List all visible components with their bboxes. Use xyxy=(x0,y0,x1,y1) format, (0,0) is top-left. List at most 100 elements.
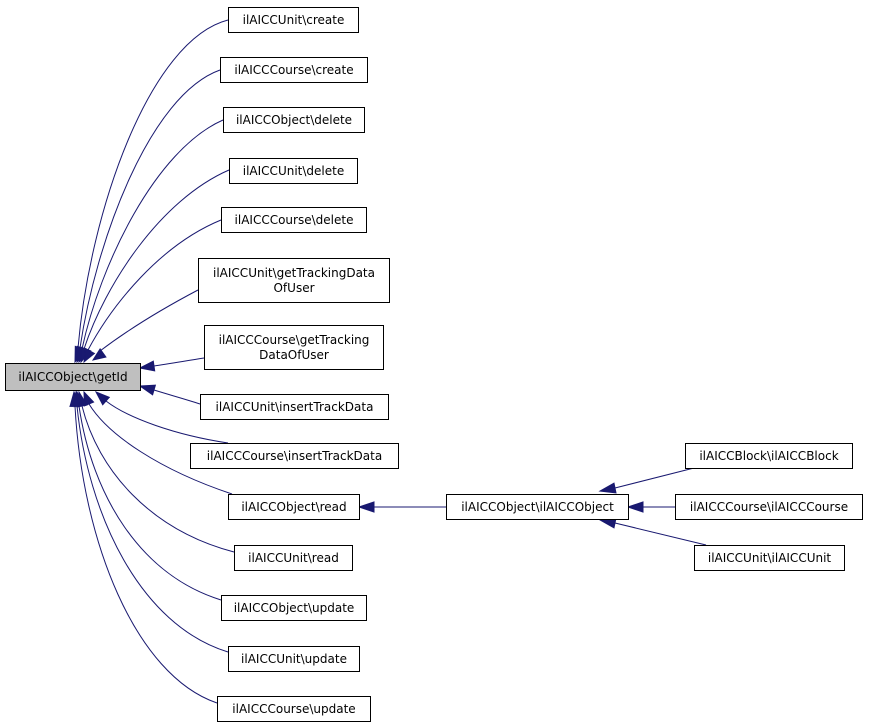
node-box xyxy=(675,494,863,520)
edge-line xyxy=(78,405,222,601)
node-label: ilAICCObject\update xyxy=(234,601,355,615)
node-label: ilAICCCourse\update xyxy=(232,702,355,716)
node-box xyxy=(228,646,360,672)
node-course-update[interactable]: ilAICCCourse\update xyxy=(217,696,371,722)
node-label: ilAICCUnit\delete xyxy=(243,164,344,178)
node-course-delete[interactable]: ilAICCCourse\delete xyxy=(221,207,367,233)
node-label: OfUser xyxy=(273,281,314,295)
arrow-head xyxy=(598,482,617,494)
node-label: ilAICCObject\delete xyxy=(236,113,352,127)
edge-unit_create-to-root xyxy=(74,19,229,364)
edge-unit_gettracking-to-root xyxy=(91,289,199,361)
arrow-head xyxy=(94,391,111,406)
arrow-head xyxy=(626,501,644,513)
edge-line xyxy=(87,219,222,351)
node-label: ilAICCUnit\read xyxy=(248,551,339,565)
arrow-head xyxy=(138,384,157,396)
node-label: ilAICCCourse\create xyxy=(234,63,353,77)
node-object-update[interactable]: ilAICCObject\update xyxy=(221,595,367,621)
node-unit-insert[interactable]: ilAICCUnit\insertTrackData xyxy=(200,394,389,420)
edge-course_update-to-root xyxy=(69,390,218,704)
edge-unit_update-to-root xyxy=(71,390,229,653)
node-box xyxy=(234,545,353,571)
edge-object_read-to-root xyxy=(83,390,233,495)
arrow-head xyxy=(69,390,81,407)
node-box xyxy=(198,258,390,303)
edge-block_ctor-to-object_ctor xyxy=(598,467,695,494)
node-box xyxy=(217,696,371,722)
edge-line xyxy=(105,400,229,444)
node-object-read[interactable]: ilAICCObject\read xyxy=(228,494,360,520)
edge-line xyxy=(81,405,235,553)
edge-line xyxy=(153,389,201,405)
node-box xyxy=(446,494,629,520)
edge-object_delete-to-root xyxy=(78,119,224,364)
edge-line xyxy=(614,522,707,546)
node-box xyxy=(228,7,359,33)
node-box xyxy=(694,545,845,571)
node-label: ilAICCCourse\insertTrackData xyxy=(207,449,382,463)
edge-course_ctor-to-object_ctor xyxy=(626,501,675,513)
node-label: ilAICCBlock\ilAICCBlock xyxy=(699,449,838,463)
node-box xyxy=(221,595,367,621)
node-box xyxy=(229,158,358,184)
node-box xyxy=(223,107,365,133)
node-label: ilAICCObject\ilAICCObject xyxy=(461,500,614,514)
edge-line xyxy=(99,289,199,352)
edges-layer xyxy=(69,19,707,704)
node-label: ilAICCUnit\getTrackingData xyxy=(213,266,375,280)
arrow-head xyxy=(83,390,95,407)
node-unit-delete[interactable]: ilAICCUnit\delete xyxy=(229,158,358,184)
node-label: ilAICCCourse\delete xyxy=(235,213,354,227)
node-box xyxy=(220,57,368,83)
edge-object_ctor-to-object_read xyxy=(357,501,446,513)
node-label: ilAICCObject\read xyxy=(241,500,346,514)
edge-unit_ctor-to-object_ctor xyxy=(598,517,707,546)
arrow-head xyxy=(91,348,107,361)
edge-unit_insert-to-root xyxy=(138,384,201,405)
edge-course_insert-to-root xyxy=(94,391,229,444)
node-unit-ctor[interactable]: ilAICCUnit\ilAICCUnit xyxy=(694,545,845,571)
edge-course_gettracking-to-root xyxy=(138,357,205,372)
node-course-ctor[interactable]: ilAICCCourse\ilAICCCourse xyxy=(675,494,863,520)
node-box xyxy=(221,207,367,233)
node-label: ilAICCUnit\update xyxy=(241,652,347,666)
edge-line xyxy=(153,357,205,367)
node-label: ilAICCCourse\getTracking xyxy=(219,333,370,347)
arrow-head xyxy=(138,360,156,372)
node-root[interactable]: ilAICCObject\getId xyxy=(5,363,141,391)
edge-line xyxy=(74,405,218,704)
node-unit-update[interactable]: ilAICCUnit\update xyxy=(228,646,360,672)
node-label: ilAICCUnit\create xyxy=(243,13,345,27)
node-label: DataOfUser xyxy=(259,348,329,362)
arrow-head xyxy=(83,347,96,364)
edge-line xyxy=(614,467,695,489)
nodes-layer: ilAICCObject\getId ilAICCUnit\create ilAIC… xyxy=(5,7,863,722)
edge-line xyxy=(77,19,229,349)
node-label: ilAICCCourse\ilAICCCourse xyxy=(690,500,848,514)
node-box xyxy=(190,443,399,469)
edge-course_delete-to-root xyxy=(83,219,222,364)
arrow-head xyxy=(357,501,375,513)
node-object-ctor[interactable]: ilAICCObject\ilAICCObject xyxy=(446,494,629,520)
edge-line xyxy=(88,403,233,495)
node-block-ctor[interactable]: ilAICCBlock\ilAICCBlock xyxy=(685,443,853,469)
node-box xyxy=(685,443,853,469)
edge-line xyxy=(79,69,221,349)
edge-object_update-to-root xyxy=(73,390,222,601)
node-unit-read[interactable]: ilAICCUnit\read xyxy=(234,545,353,571)
node-object-delete[interactable]: ilAICCObject\delete xyxy=(223,107,365,133)
node-unit-create[interactable]: ilAICCUnit\create xyxy=(228,7,359,33)
node-box xyxy=(200,394,389,420)
node-box xyxy=(5,363,141,391)
node-label: ilAICCUnit\insertTrackData xyxy=(216,400,374,414)
node-box xyxy=(228,494,360,520)
node-course-insert[interactable]: ilAICCCourse\insertTrackData xyxy=(190,443,399,469)
node-label: ilAICCUnit\ilAICCUnit xyxy=(708,551,832,565)
edge-line xyxy=(76,405,229,653)
node-course-create[interactable]: ilAICCCourse\create xyxy=(220,57,368,83)
edge-line xyxy=(83,169,230,350)
